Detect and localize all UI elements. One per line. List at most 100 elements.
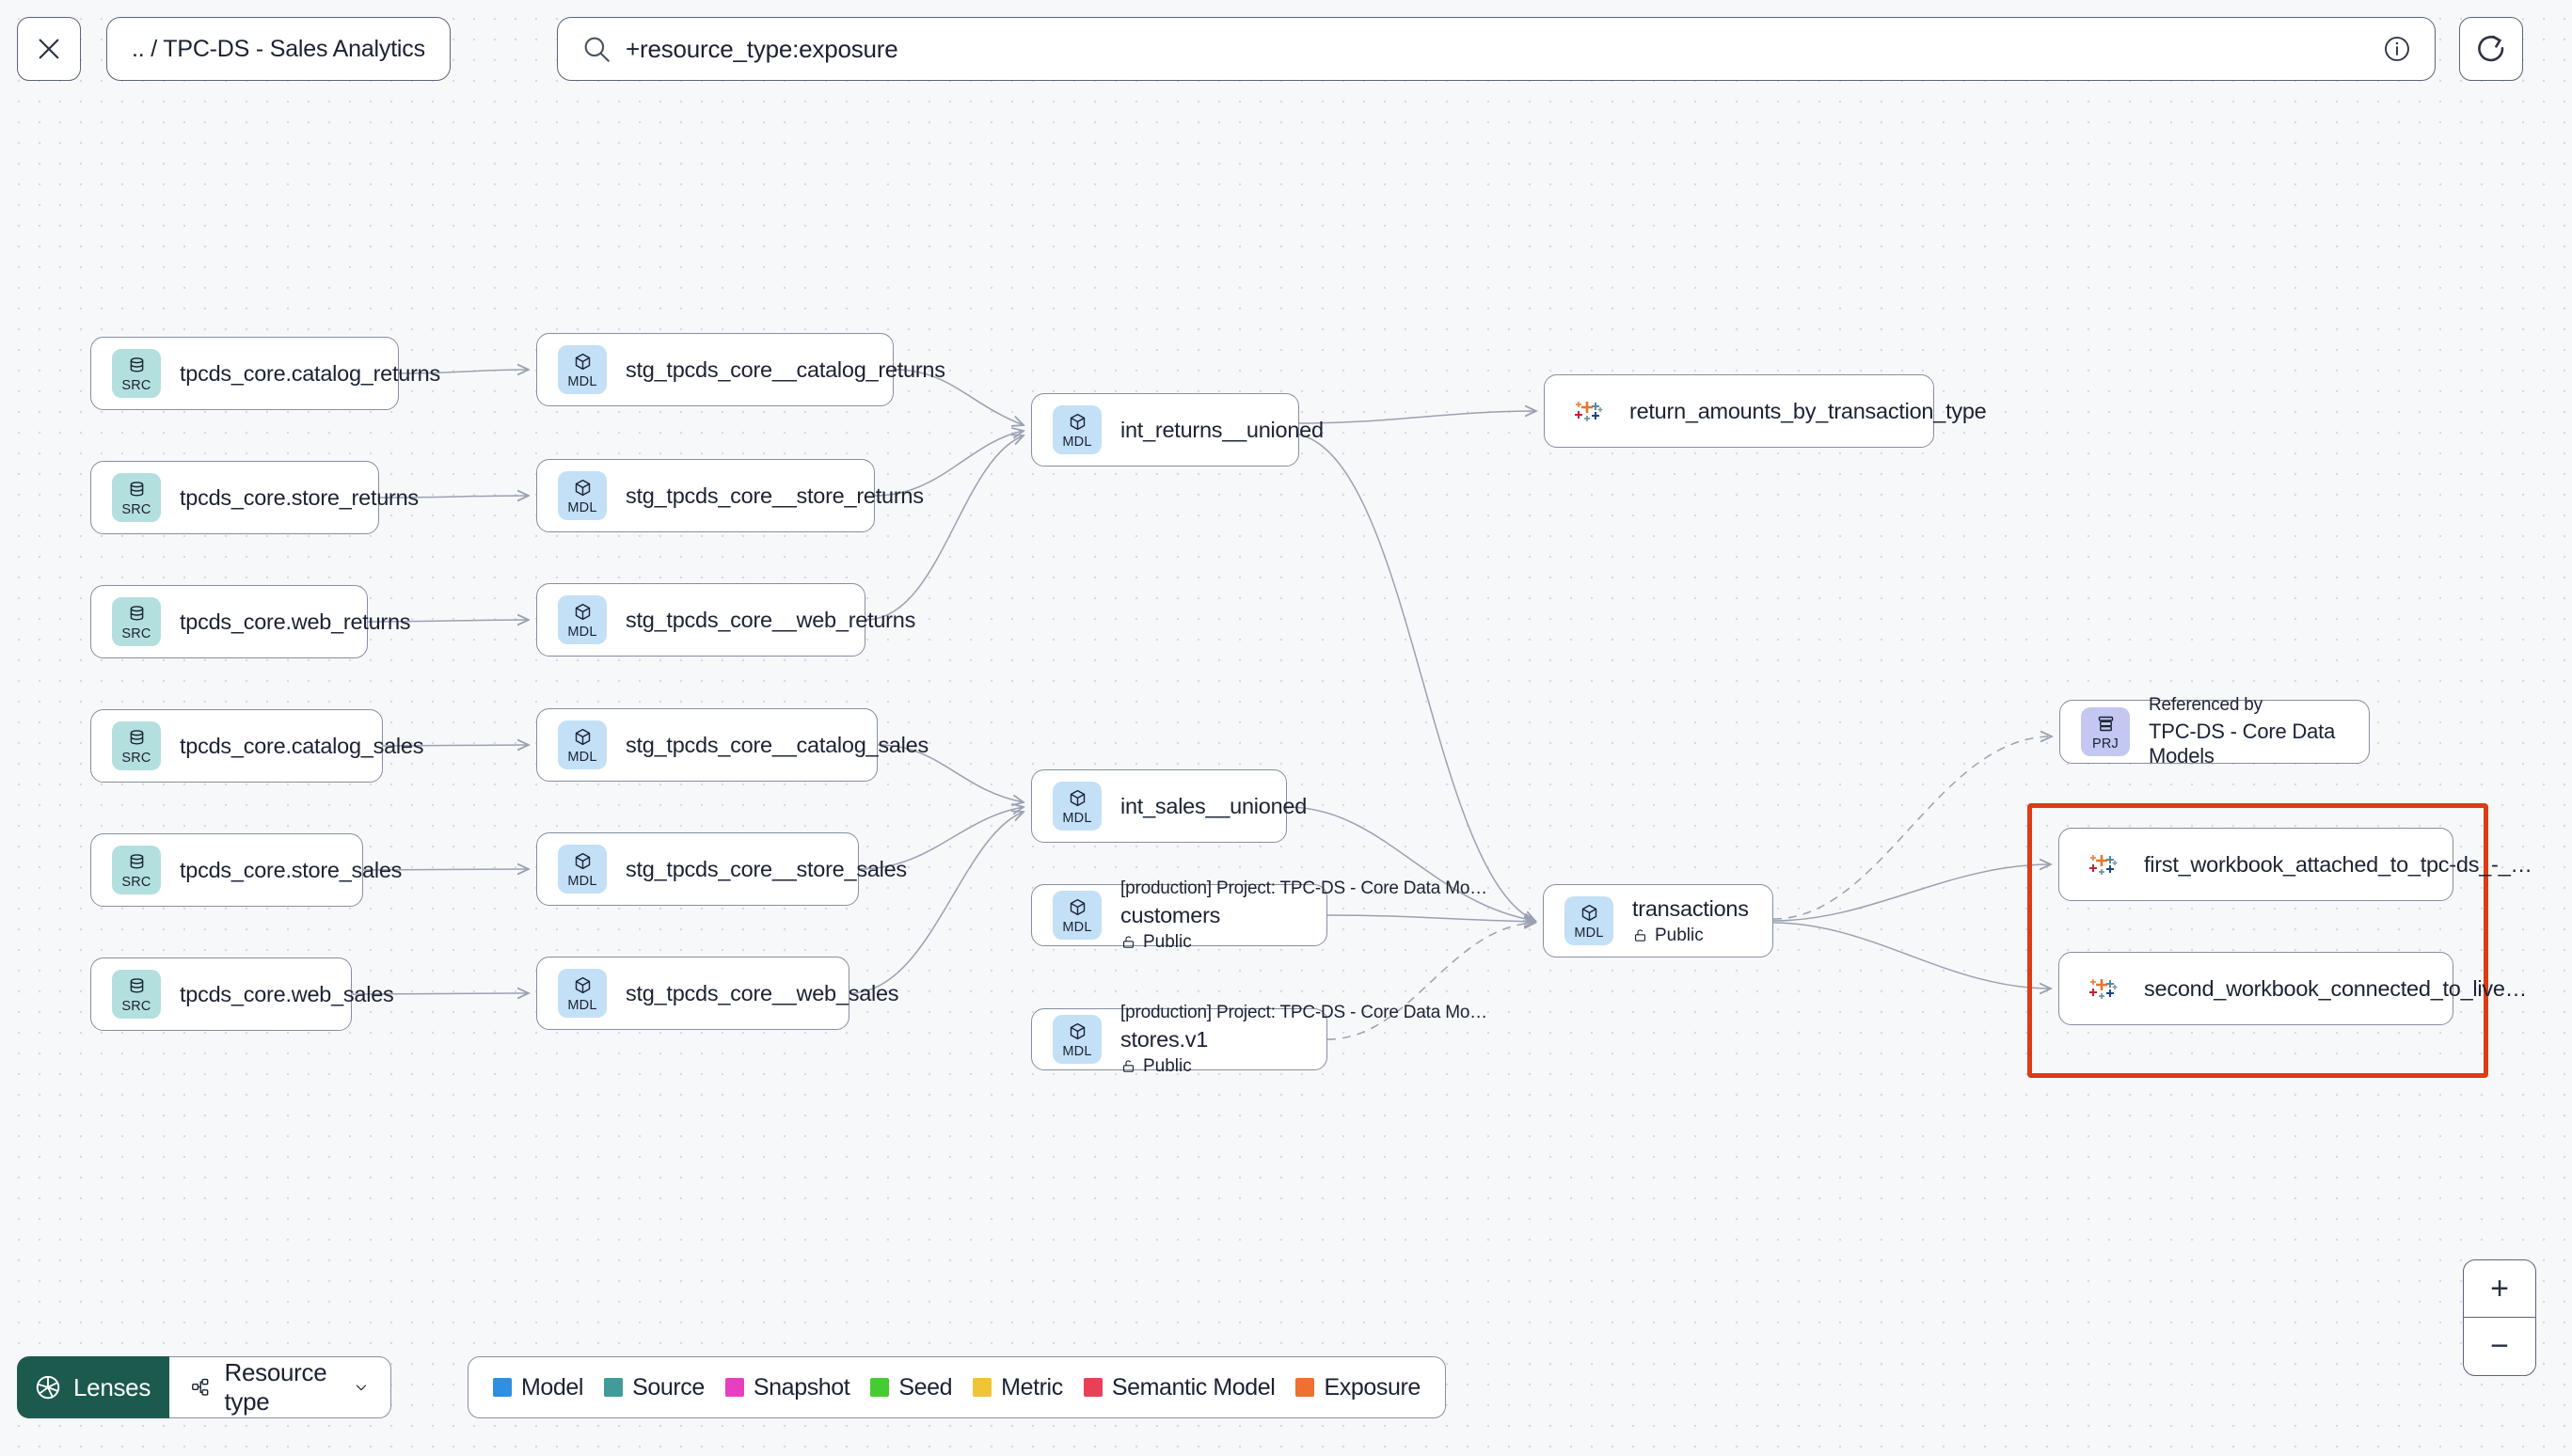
node-visibility: Public bbox=[1120, 1056, 1487, 1077]
node-src-catalog-sales[interactable]: SRC tpcds_core.catalog_sales bbox=[90, 709, 423, 783]
legend-item-source[interactable]: Source bbox=[604, 1374, 705, 1401]
node-int-returns-unioned[interactable]: MDL int_returns__unioned bbox=[1031, 393, 1324, 467]
source-badge-label: SRC bbox=[121, 625, 151, 641]
node-visibility-label: Public bbox=[1143, 1055, 1192, 1076]
database-icon bbox=[127, 603, 147, 625]
node-visibility-label: Public bbox=[1143, 931, 1192, 952]
lenses-label: Lenses bbox=[73, 1372, 151, 1401]
legend-swatch bbox=[1295, 1378, 1315, 1397]
node-src-catalog-returns[interactable]: SRC tpcds_core.catalog_returns bbox=[90, 337, 440, 410]
node-stg-catalog-returns[interactable]: MDL stg_tpcds_core__catalog_returns bbox=[536, 333, 945, 406]
breadcrumb[interactable]: .. / TPC-DS - Sales Analytics bbox=[106, 17, 451, 81]
node-referenced-by-title: Referenced by bbox=[2149, 695, 2262, 715]
zoom-controls[interactable]: + − bbox=[2463, 1259, 2536, 1376]
archive-icon bbox=[2096, 713, 2116, 736]
node-first-workbook[interactable]: first_workbook_attached_to_tpc-ds_-_… bbox=[2058, 828, 2532, 901]
model-badge-label: MDL bbox=[567, 997, 597, 1013]
close-button[interactable] bbox=[17, 17, 81, 81]
node-transactions[interactable]: MDL transactions Public bbox=[1543, 884, 1773, 957]
node-stg-catalog-sales[interactable]: MDL stg_tpcds_core__catalog_sales bbox=[536, 708, 929, 782]
node-stg-store-sales[interactable]: MDL stg_tpcds_core__store_sales bbox=[536, 832, 907, 906]
node-return-amounts-by-transaction-type[interactable]: return_amounts_by_transaction_type bbox=[1544, 374, 1987, 448]
lenses-button[interactable]: Lenses bbox=[17, 1356, 170, 1418]
info-icon[interactable] bbox=[2382, 34, 2412, 64]
resource-type-label: Resource type bbox=[224, 1358, 327, 1416]
tableau-icon bbox=[2083, 853, 2120, 876]
cube-icon bbox=[573, 726, 593, 749]
node-label: tpcds_core.catalog_returns bbox=[180, 360, 440, 386]
node-visibility: Public bbox=[1632, 926, 1749, 946]
legend-item-snapshot[interactable]: Snapshot bbox=[724, 1373, 850, 1401]
source-badge-label: SRC bbox=[121, 874, 151, 890]
node-project-line: [production] Project: TPC-DS - Core Data… bbox=[1120, 1002, 1487, 1022]
search-bar[interactable] bbox=[557, 17, 2436, 81]
cube-icon bbox=[1068, 896, 1088, 919]
resource-type-dropdown[interactable]: Resource type bbox=[169, 1356, 391, 1418]
model-badge: MDL bbox=[558, 969, 607, 1018]
node-label: second_workbook_connected_to_live… bbox=[2144, 975, 2527, 1001]
node-src-store-returns[interactable]: SRC tpcds_core.store_returns bbox=[90, 461, 419, 534]
node-label: tpcds_core.web_sales bbox=[180, 981, 394, 1006]
node-stg-web-returns[interactable]: MDL stg_tpcds_core__web_returns bbox=[536, 583, 915, 657]
tableau-badge bbox=[1565, 387, 1609, 435]
model-badge-label: MDL bbox=[1062, 1043, 1092, 1059]
node-src-store-sales[interactable]: SRC tpcds_core.store_sales bbox=[90, 833, 402, 907]
legend-label: Seed bbox=[898, 1373, 953, 1401]
node-customers[interactable]: MDL [production] Project: TPC-DS - Core … bbox=[1031, 878, 1487, 952]
cube-icon bbox=[573, 351, 593, 373]
legend-item-exposure[interactable]: Exposure bbox=[1295, 1373, 1421, 1401]
model-badge-label: MDL bbox=[1062, 810, 1092, 826]
zoom-out-button[interactable]: − bbox=[2490, 1328, 2509, 1364]
database-icon bbox=[127, 727, 147, 750]
node-label: customers bbox=[1120, 902, 1221, 927]
legend-label: Snapshot bbox=[753, 1373, 850, 1401]
node-stores-v1[interactable]: MDL [production] Project: TPC-DS - Core … bbox=[1031, 1003, 1487, 1076]
unlock-icon bbox=[1634, 929, 1646, 942]
model-badge: MDL bbox=[558, 345, 607, 394]
model-badge: MDL bbox=[558, 845, 607, 894]
source-badge-label: SRC bbox=[121, 377, 151, 393]
node-src-web-sales[interactable]: SRC tpcds_core.web_sales bbox=[90, 957, 394, 1031]
legend-item-seed[interactable]: Seed bbox=[870, 1373, 953, 1401]
database-icon bbox=[127, 851, 147, 874]
legend-item-semantic-model[interactable]: Semantic Model bbox=[1083, 1373, 1276, 1401]
search-icon bbox=[584, 37, 610, 62]
cube-icon bbox=[1068, 1021, 1088, 1043]
search-input[interactable] bbox=[626, 30, 2382, 68]
legend-swatch bbox=[724, 1378, 744, 1397]
model-badge: MDL bbox=[1053, 891, 1102, 940]
model-badge: MDL bbox=[558, 471, 607, 520]
model-badge: MDL bbox=[1564, 896, 1613, 945]
node-int-sales-unioned[interactable]: MDL int_sales__unioned bbox=[1031, 769, 1307, 843]
legend-swatch bbox=[604, 1378, 624, 1397]
model-badge-label: MDL bbox=[567, 373, 597, 389]
source-badge-label: SRC bbox=[121, 998, 151, 1014]
node-visibility-label: Public bbox=[1655, 925, 1704, 945]
refresh-button[interactable] bbox=[2459, 17, 2523, 81]
zoom-in-button[interactable]: + bbox=[2464, 1260, 2535, 1318]
legend-label: Exposure bbox=[1324, 1373, 1421, 1401]
node-label: stg_tpcds_core__catalog_sales bbox=[626, 732, 929, 757]
node-referenced-by-project[interactable]: PRJ Referenced by TPC-DS - Core Data Mod… bbox=[2059, 695, 2370, 768]
database-icon bbox=[127, 355, 147, 377]
node-stg-store-returns[interactable]: MDL stg_tpcds_core__store_returns bbox=[536, 459, 924, 532]
tableau-badge bbox=[2080, 840, 2123, 889]
legend-item-metric[interactable]: Metric bbox=[973, 1374, 1063, 1401]
refresh-icon bbox=[2478, 35, 2504, 62]
model-badge-label: MDL bbox=[567, 499, 597, 515]
legend-item-model[interactable]: Model bbox=[493, 1374, 583, 1401]
node-text-stack: transactions Public bbox=[1632, 896, 1749, 946]
legend-swatch bbox=[973, 1378, 992, 1397]
cube-icon bbox=[573, 601, 593, 624]
node-src-web-returns[interactable]: SRC tpcds_core.web_returns bbox=[90, 585, 411, 658]
node-text-stack: [production] Project: TPC-DS - Core Data… bbox=[1120, 1003, 1487, 1077]
legend-label: Semantic Model bbox=[1111, 1373, 1276, 1401]
model-badge: MDL bbox=[1053, 1015, 1102, 1064]
tableau-icon bbox=[1568, 400, 1606, 422]
node-label: int_sales__unioned bbox=[1120, 793, 1308, 818]
node-label: first_workbook_attached_to_tpc-ds_-_… bbox=[2144, 851, 2532, 877]
node-stg-web-sales[interactable]: MDL stg_tpcds_core__web_sales bbox=[536, 957, 899, 1030]
legend-swatch bbox=[870, 1378, 890, 1397]
node-second-workbook[interactable]: second_workbook_connected_to_live… bbox=[2058, 952, 2527, 1025]
